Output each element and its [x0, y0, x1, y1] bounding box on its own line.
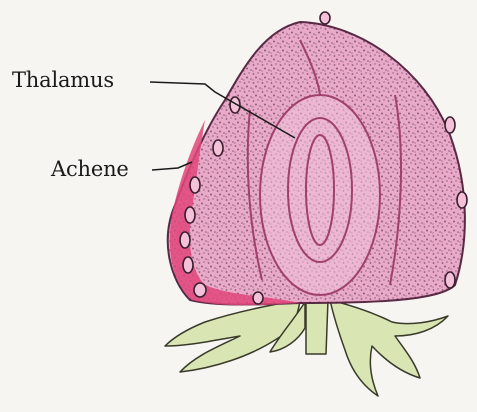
sepal-right: [330, 300, 448, 396]
thalamus-label: Thalamus: [12, 68, 114, 92]
achene: [445, 272, 455, 288]
achene: [183, 257, 193, 273]
achene: [253, 292, 263, 304]
achene: [190, 177, 200, 193]
achene: [185, 207, 195, 223]
achene-label: Achene: [51, 157, 129, 181]
stalk: [306, 300, 328, 354]
achene: [213, 140, 223, 156]
achene: [194, 283, 206, 297]
fruit-body: [168, 12, 467, 305]
achene: [445, 117, 455, 133]
achene: [457, 192, 467, 208]
achene: [180, 232, 190, 248]
achene: [320, 12, 330, 24]
core-outer: [260, 95, 380, 295]
sepals: [165, 300, 448, 396]
